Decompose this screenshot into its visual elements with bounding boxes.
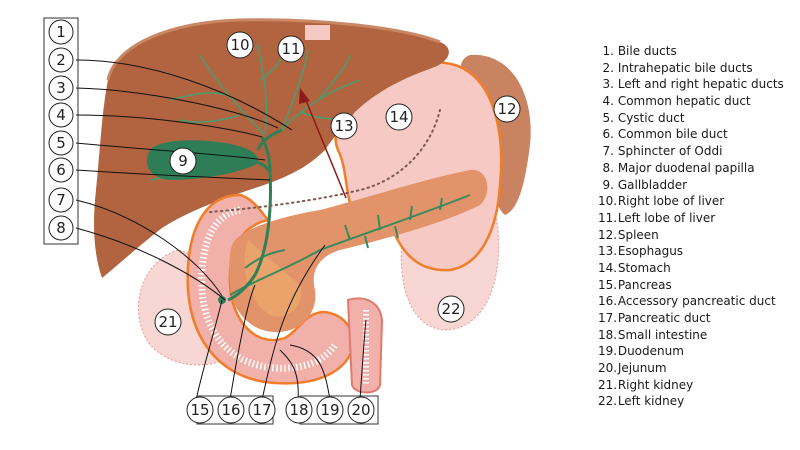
svg-text:20: 20 xyxy=(351,401,370,419)
legend-item: 9. Gallbladder xyxy=(602,177,688,192)
legend-item: 16. Accessory pancreatic duct xyxy=(598,294,776,309)
legend-item: 2. Intrahepatic bile ducts xyxy=(602,60,753,75)
legend-item: 19. Duodenum xyxy=(598,344,684,359)
svg-text:12: 12 xyxy=(497,100,516,118)
marker-13: 13 xyxy=(330,112,358,140)
legend-item: 15. Pancreas xyxy=(598,277,672,292)
svg-text:1: 1 xyxy=(56,23,66,41)
svg-text:2: 2 xyxy=(56,51,66,69)
legend-item: 1. Bile ducts xyxy=(602,44,677,58)
marker-21: 21 xyxy=(154,308,182,336)
jejunum xyxy=(346,297,384,394)
legend-item: 7. Sphincter of Oddi xyxy=(602,144,723,159)
svg-text:22: 22 xyxy=(441,300,460,318)
svg-text:5: 5 xyxy=(56,134,66,152)
marker-15: 15 xyxy=(186,396,214,424)
svg-text:10: 10 xyxy=(230,36,249,54)
liver xyxy=(94,19,449,278)
legend-item: 6. Common bile duct xyxy=(602,127,728,142)
legend-item: 12. Spleen xyxy=(598,227,659,242)
marker-6: 6 xyxy=(48,157,74,183)
legend-item: 5. Cystic duct xyxy=(602,110,685,125)
marker-2: 2 xyxy=(48,47,74,73)
legend-item: 3. Left and right hepatic ducts xyxy=(602,77,784,92)
svg-text:9: 9 xyxy=(178,152,188,170)
marker-3: 3 xyxy=(48,75,74,101)
legend-item: 11. Left lobe of liver xyxy=(598,210,716,225)
svg-text:15: 15 xyxy=(190,401,209,419)
marker-11: 11 xyxy=(277,35,305,63)
svg-text:21: 21 xyxy=(158,313,177,331)
extrahepatic-bile-ducts xyxy=(227,128,283,302)
marker-14: 14 xyxy=(385,103,413,131)
legend-list: 1. Bile ducts 2. Intrahepatic bile ducts… xyxy=(598,43,784,410)
svg-text:11: 11 xyxy=(281,40,300,58)
legend-item: 20. Jejunum xyxy=(598,361,667,376)
pancreatic-duct xyxy=(229,194,471,296)
svg-text:6: 6 xyxy=(56,161,66,179)
marker-17: 17 xyxy=(248,396,276,424)
marker-8: 8 xyxy=(48,215,74,241)
marker-16: 16 xyxy=(217,396,245,424)
legend-item: 4. Common hepatic duct xyxy=(602,94,751,109)
marker-20: 20 xyxy=(347,396,375,424)
svg-text:16: 16 xyxy=(221,401,240,419)
svg-text:13: 13 xyxy=(334,117,353,135)
svg-text:18: 18 xyxy=(289,401,308,419)
legend-item: 8. Major duodenal papilla xyxy=(602,160,755,175)
marker-4: 4 xyxy=(48,102,74,128)
svg-text:17: 17 xyxy=(252,401,271,419)
svg-text:7: 7 xyxy=(56,191,66,209)
marker-9: 9 xyxy=(169,147,197,175)
svg-text:4: 4 xyxy=(56,106,66,124)
marker-10: 10 xyxy=(226,31,254,59)
legend-item: 14. Stomach xyxy=(598,260,671,275)
marker-22: 22 xyxy=(437,295,465,323)
svg-text:19: 19 xyxy=(320,401,339,419)
legend-item: 22. Left kidney xyxy=(598,394,685,409)
legend-item: 10. Right lobe of liver xyxy=(598,194,725,209)
legend-item: 18. Small intestine xyxy=(598,327,708,342)
legend-item: 17. Pancreatic duct xyxy=(598,311,711,325)
marker-7: 7 xyxy=(48,187,74,213)
number-markers: 1 2 3 4 5 6 7 8 9 10 11 12 13 14 15 16 1… xyxy=(48,19,521,424)
legend-item: 21. Right kidney xyxy=(598,377,694,392)
svg-text:8: 8 xyxy=(56,219,66,237)
marker-12: 12 xyxy=(493,95,521,123)
legend-item: 13. Esophagus xyxy=(598,244,684,259)
esophagus xyxy=(305,25,330,40)
marker-1: 1 xyxy=(48,19,74,45)
marker-5: 5 xyxy=(48,130,74,156)
svg-text:14: 14 xyxy=(389,108,408,126)
marker-19: 19 xyxy=(316,396,344,424)
bile-duct-bracket xyxy=(43,17,79,245)
marker-18: 18 xyxy=(285,396,313,424)
svg-text:3: 3 xyxy=(56,79,66,97)
